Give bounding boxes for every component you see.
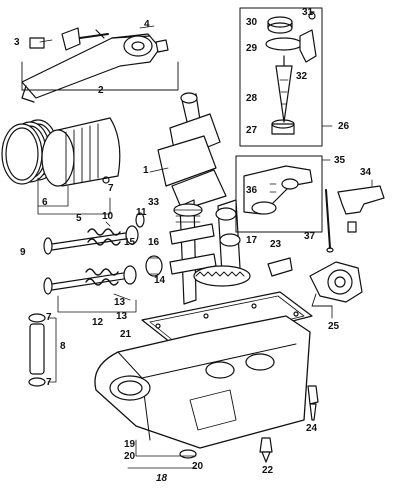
part-label-2: 2: [98, 85, 104, 96]
part-label-22: 22: [262, 465, 274, 476]
part-label-7-rod-top: 7: [46, 312, 52, 323]
valves-and-springs: [43, 212, 145, 313]
part-label-10: 10: [102, 211, 114, 222]
part-label-3: 3: [14, 37, 20, 48]
part-label-7-rod-bottom: 7: [46, 377, 52, 388]
crankshaft: [149, 92, 227, 305]
camshaft-and-gear: [145, 199, 251, 287]
push-rod: [28, 313, 57, 387]
part-label-1: 1: [143, 165, 149, 176]
part-label-14: 14: [154, 275, 166, 286]
part-label-19: 19: [124, 439, 136, 450]
part-label-8: 8: [60, 341, 66, 352]
part-label-4: 4: [144, 19, 150, 30]
part-label-32: 32: [296, 71, 308, 82]
part-label-20-a: 20: [124, 451, 136, 462]
part-label-9: 9: [20, 247, 26, 258]
part-label-30: 30: [246, 17, 258, 28]
part-label-18: 18: [156, 473, 168, 484]
part-label-31: 31: [302, 7, 314, 18]
part-label-17: 17: [246, 235, 258, 246]
crankcase-and-gasket: [94, 291, 319, 469]
part-label-26: 26: [338, 121, 350, 132]
part-label-21: 21: [120, 329, 132, 340]
part-label-28: 28: [246, 93, 258, 104]
part-label-13-b: 13: [116, 311, 128, 322]
part-label-12: 12: [92, 317, 104, 328]
part-label-36: 36: [246, 185, 258, 196]
part-label-37: 37: [304, 231, 316, 242]
part-label-34: 34: [360, 167, 372, 178]
part-label-23: 23: [270, 239, 282, 250]
piston-rings-and-piston: [1, 117, 121, 215]
governor-assembly: [239, 7, 333, 147]
gear-housing: [267, 257, 363, 319]
part-label-11: 11: [136, 207, 147, 218]
part-label-27: 27: [246, 125, 258, 136]
rocker-bracket: [337, 179, 385, 233]
part-label-6: 6: [42, 197, 48, 208]
part-label-35: 35: [334, 155, 346, 166]
part-label-29: 29: [246, 43, 258, 54]
part-label-24: 24: [306, 423, 318, 434]
cam-follower-bracket: [235, 155, 334, 253]
part-label-7-piston: 7: [108, 183, 114, 194]
part-label-20-b: 20: [192, 461, 204, 472]
part-label-33: 33: [148, 197, 160, 208]
part-label-25: 25: [328, 321, 340, 332]
part-label-15: 15: [124, 237, 136, 248]
part-label-5: 5: [76, 213, 82, 224]
part-label-16: 16: [148, 237, 160, 248]
rocker-arm-assembly: [21, 25, 179, 103]
part-label-13-a: 13: [114, 297, 126, 308]
